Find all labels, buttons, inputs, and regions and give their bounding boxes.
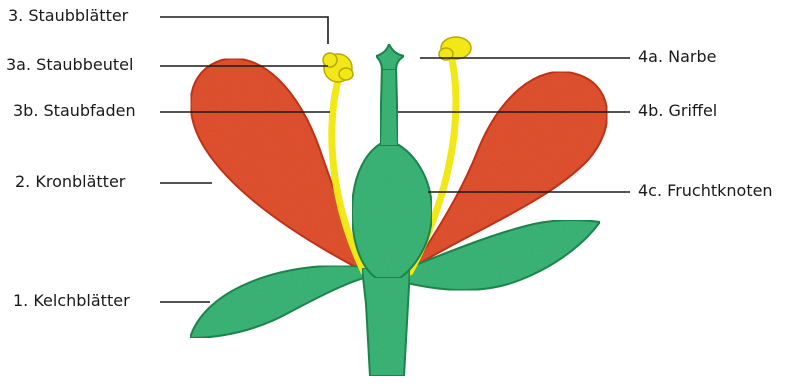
label-style: 4b. Griffel <box>638 102 717 120</box>
sepal-left <box>190 266 372 338</box>
label-filament: 3b. Staubfaden <box>13 102 136 120</box>
anther-right <box>439 37 471 60</box>
leader-stamens <box>160 17 328 44</box>
stigma <box>376 44 404 70</box>
style <box>380 64 398 146</box>
anther-left <box>323 53 353 82</box>
label-ovary: 4c. Fruchtknoten <box>638 182 773 200</box>
label-stamens: 3. Staubblätter <box>8 7 128 25</box>
ovary <box>352 140 432 278</box>
flower-stem <box>362 268 410 376</box>
label-anther: 3a. Staubbeutel <box>6 56 133 74</box>
label-sepals: 1. Kelchblätter <box>13 292 130 310</box>
label-petals: 2. Kronblätter <box>15 173 125 191</box>
label-stigma: 4a. Narbe <box>638 48 717 66</box>
